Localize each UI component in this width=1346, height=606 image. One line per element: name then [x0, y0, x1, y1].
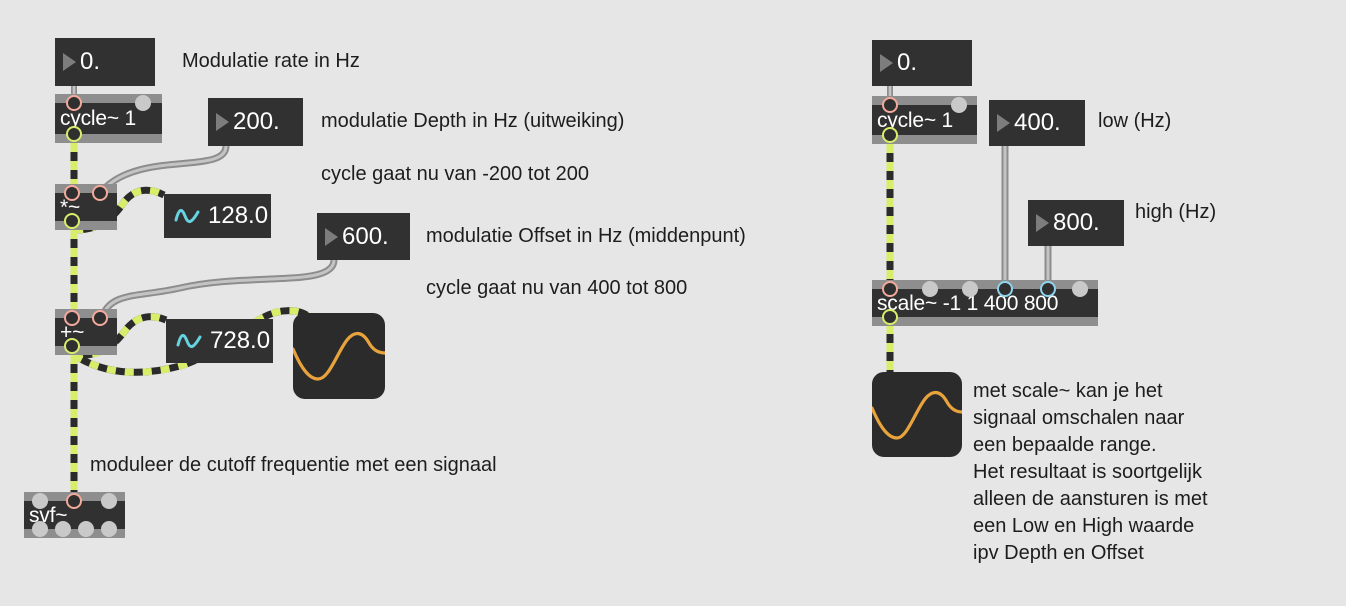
- triangle-icon: [216, 113, 229, 131]
- numbox-value: 0.: [80, 48, 101, 75]
- object-cycle-right[interactable]: cycle~ 1: [872, 96, 977, 144]
- scope-right[interactable]: [872, 372, 962, 457]
- object-label: cycle~ 1: [877, 108, 954, 132]
- triangle-icon: [325, 227, 338, 246]
- object-ports: [24, 493, 125, 537]
- comment-modulate-cutoff: moduleer de cutoff frequentie met een si…: [90, 454, 497, 476]
- numbox-r-modulation-rate[interactable]: 0.: [872, 40, 972, 86]
- inlet-control-2[interactable]: [101, 493, 117, 509]
- scope-left[interactable]: [293, 313, 385, 399]
- inlet-signal-0[interactable]: [66, 95, 82, 111]
- object-label: cycle~ 1: [60, 107, 137, 130]
- object-body: scale~ -1 1 400 800: [872, 289, 1098, 317]
- comment-mod-depth: modulatie Depth in Hz (uitweiking): [321, 110, 625, 132]
- comment-cycle-range-offset: cycle gaat nu van 400 tot 800: [426, 277, 688, 299]
- outlet-signal-0[interactable]: [64, 213, 80, 229]
- comment-cycle-range-depth: cycle gaat nu van -200 tot 200: [321, 163, 589, 185]
- object-svf[interactable]: svf~: [24, 492, 125, 538]
- numbox-value: 600.: [342, 222, 389, 250]
- scope-waveform-icon: [872, 391, 962, 440]
- object-cycle-left[interactable]: cycle~ 1: [55, 94, 162, 143]
- inlet-control-1[interactable]: [951, 97, 967, 113]
- cord-depth-to-mult: [99, 142, 230, 194]
- cord-offset-to-add: [99, 256, 338, 319]
- inlet-control-1[interactable]: [922, 281, 938, 297]
- numbox-value: 400.: [1014, 109, 1061, 136]
- triangle-icon: [997, 114, 1010, 132]
- outlet-3[interactable]: [101, 521, 117, 537]
- numbox-value: 800.: [1053, 209, 1100, 236]
- inlet-signal-1[interactable]: [92, 310, 108, 326]
- object-label: scale~ -1 1 400 800: [877, 291, 1059, 315]
- signal-display-value: 728.0: [210, 327, 271, 354]
- inlet-control-2[interactable]: [962, 281, 978, 297]
- numbox-low-hz[interactable]: 400.: [989, 100, 1085, 146]
- inlet-float-4[interactable]: [1040, 281, 1056, 297]
- signal-display-value: 128.0: [208, 202, 269, 229]
- numbox-modulation-depth[interactable]: 200.: [208, 98, 303, 146]
- outlet-signal-0[interactable]: [882, 127, 898, 143]
- numbox-modulation-rate[interactable]: 0.: [55, 38, 155, 86]
- signal-display-multiply[interactable]: 128.0: [164, 194, 271, 238]
- signal-display-add[interactable]: 728.0: [166, 319, 273, 363]
- scope-waveform-icon: [293, 332, 385, 381]
- outlet-0[interactable]: [32, 521, 48, 537]
- numbox-value: 200.: [233, 108, 280, 135]
- object-ports: [872, 97, 977, 143]
- object-label: svf~: [29, 503, 68, 527]
- object-add-signal[interactable]: +~: [55, 309, 117, 355]
- triangle-icon: [1036, 214, 1049, 232]
- object-ports: [55, 95, 162, 142]
- inlet-float-3[interactable]: [997, 281, 1013, 297]
- outlet-signal-0[interactable]: [64, 338, 80, 354]
- outlet-signal-0[interactable]: [66, 126, 82, 142]
- signal-wave-icon: [176, 332, 202, 350]
- comment-scale-explain: met scale~ kan je het signaal omschalen …: [973, 380, 1208, 564]
- inlet-signal-0[interactable]: [882, 281, 898, 297]
- object-scale[interactable]: scale~ -1 1 400 800: [872, 280, 1098, 326]
- inlet-control-5[interactable]: [1072, 281, 1088, 297]
- outlet-signal-0[interactable]: [882, 309, 898, 325]
- inlet-control-0[interactable]: [32, 493, 48, 509]
- comment-high-label: high (Hz): [1135, 201, 1217, 223]
- comment-low-label: low (Hz): [1098, 110, 1172, 132]
- object-ports: [55, 310, 117, 354]
- object-ports: [55, 185, 117, 229]
- inlet-signal-0[interactable]: [882, 97, 898, 113]
- numbox-high-hz[interactable]: 800.: [1028, 200, 1124, 246]
- inlet-signal-1[interactable]: [92, 185, 108, 201]
- numbox-modulation-offset[interactable]: 600.: [317, 213, 410, 260]
- inlet-signal-0[interactable]: [64, 185, 80, 201]
- object-multiply-signal[interactable]: *~: [55, 184, 117, 230]
- numbox-value: 0.: [897, 49, 918, 76]
- outlet-1[interactable]: [55, 521, 71, 537]
- inlet-control-1[interactable]: [135, 95, 151, 111]
- triangle-icon: [63, 53, 76, 71]
- comment-mod-rate: Modulatie rate in Hz: [182, 50, 360, 72]
- signal-wave-icon: [174, 207, 200, 225]
- outlet-2[interactable]: [78, 521, 94, 537]
- object-ports: [872, 281, 1098, 325]
- comment-mod-offset: modulatie Offset in Hz (middenpunt): [426, 225, 746, 247]
- triangle-icon: [880, 54, 893, 72]
- inlet-signal-1[interactable]: [66, 493, 82, 509]
- inlet-signal-0[interactable]: [64, 310, 80, 326]
